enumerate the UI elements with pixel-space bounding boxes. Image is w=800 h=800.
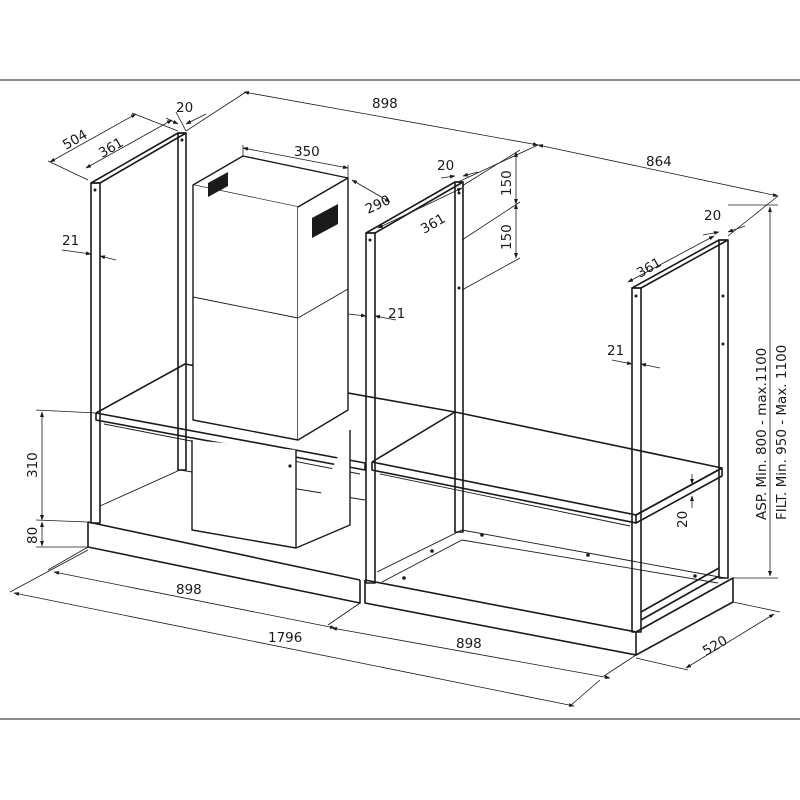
dim-350: 350 [294, 144, 320, 160]
vent-grille-right [312, 204, 338, 238]
center-module-base [364, 529, 734, 656]
dim-20-shelf: 20 [675, 511, 691, 528]
dim-864: 864 [646, 154, 672, 170]
dim-898-bottom-left: 898 [176, 582, 202, 598]
height-note-asp: ASP. Min. 800 - max.1100 [754, 348, 770, 520]
height-note-filt: FILT. Min. 950 - Max. 1100 [774, 345, 790, 520]
dim-150-lower: 150 [499, 224, 515, 250]
center-module-posts [365, 181, 464, 584]
dim-150-upper: 150 [499, 170, 515, 196]
dim-21-hood: 21 [388, 306, 405, 322]
vent-grille-left [208, 172, 228, 197]
dim-1796: 1796 [268, 630, 302, 646]
dim-898-top: 898 [372, 96, 398, 112]
dim-80: 80 [25, 527, 41, 544]
dim-290: 290 [363, 192, 393, 217]
dim-361-center: 361 [418, 211, 448, 238]
dim-361-left: 361 [96, 135, 126, 162]
dim-898-bottom-right: 898 [456, 636, 482, 652]
left-module-posts [90, 132, 187, 524]
dim-310: 310 [25, 452, 41, 478]
dim-21-left: 21 [62, 233, 79, 249]
dim-20-right: 20 [704, 208, 721, 224]
center-module-shelf [371, 411, 723, 527]
dim-20-left: 20 [176, 100, 193, 116]
right-module-posts [631, 239, 729, 633]
dim-21-right: 21 [607, 343, 624, 359]
dim-520: 520 [700, 633, 730, 660]
dim-20-center: 20 [437, 158, 454, 174]
dim-504: 504 [60, 127, 90, 154]
chimney-hood [191, 155, 351, 549]
